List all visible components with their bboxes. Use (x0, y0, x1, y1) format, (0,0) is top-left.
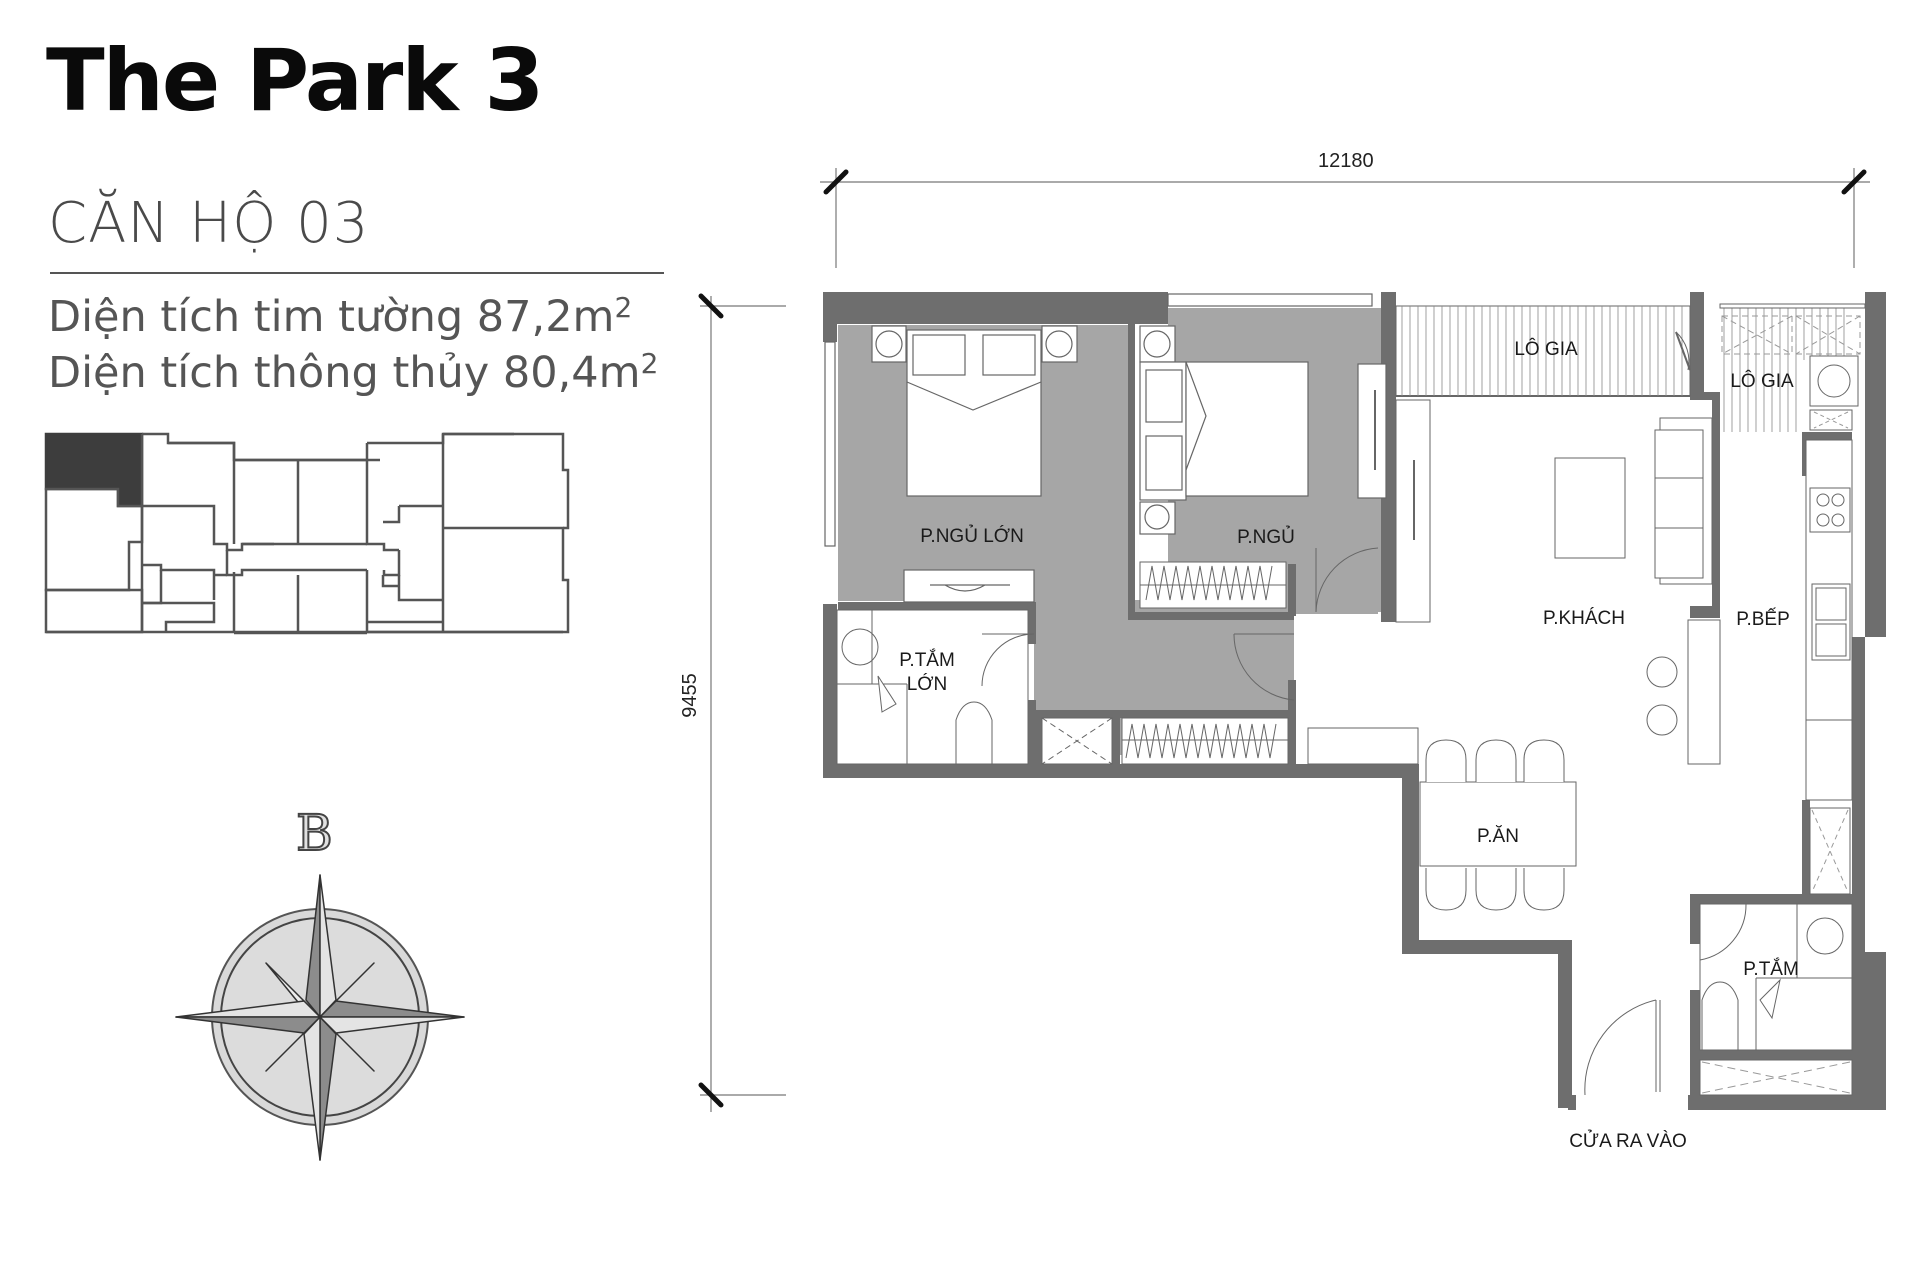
loggia-2-area (1675, 303, 1866, 432)
room-label-entrance: CỬA RA VÀO (1569, 1131, 1687, 1152)
net-area-sup: 2 (640, 347, 659, 380)
net-area-text: Diện tích thông thủy 80,4m2 (48, 350, 658, 395)
bedroom-bed (1139, 325, 1387, 535)
room-label-loggia-2: LÔ GIA (1730, 371, 1794, 392)
key-plan (44, 432, 570, 635)
room-label-master-bath: P.TẮM LỚN (899, 649, 955, 697)
unit-title: CĂN HỘ 03 (48, 191, 370, 256)
wardrobes (1041, 561, 1289, 765)
walls (823, 292, 1886, 1110)
dining-table (1419, 739, 1577, 911)
window-master-bedroom (824, 341, 836, 547)
master-bath-fixtures (836, 609, 1035, 765)
title-divider (50, 272, 664, 274)
kitchen-counter (1805, 439, 1853, 895)
width-dimension-line (820, 168, 1870, 268)
room-label-bedroom: P.NGỦ (1237, 527, 1295, 548)
room-label-kitchen: P.BẾP (1736, 609, 1790, 630)
width-dimension: 12180 (1318, 150, 1374, 172)
loggia-1-area (1395, 305, 1691, 397)
bathroom-fixtures (1699, 903, 1853, 1096)
master-bath-label-line2: LỚN (906, 673, 948, 695)
room-label-loggia-1: LÔ GIA (1514, 339, 1578, 360)
bedroom-fills (838, 308, 1388, 755)
compass-rose-icon (175, 874, 465, 1161)
entrance-door (1584, 999, 1661, 1096)
room-label-living-room: P.KHÁCH (1542, 608, 1626, 629)
room-label-bathroom: P.TẮM (1743, 959, 1799, 980)
room-label-master-bedroom: P.NGỦ LỚN (920, 526, 1024, 547)
master-bed (871, 325, 1078, 603)
room-label-dining-room: P.ĂN (1477, 826, 1519, 847)
gross-area-label: Diện tích tim tường 87,2m (48, 292, 615, 342)
compass-north-letter: B (295, 804, 334, 862)
washing-machine (1809, 355, 1859, 407)
gross-area-sup: 2 (614, 291, 633, 324)
master-bath-label-line1: P.TẮM (899, 650, 955, 671)
living-room-furniture (1307, 399, 1721, 765)
gross-area-text: Diện tích tim tường 87,2m2 (48, 294, 632, 339)
depth-dimension: 9455 (678, 673, 701, 718)
depth-dimension-line (700, 296, 786, 1112)
bedroom-door-swing (1315, 547, 1379, 613)
window-bedroom (1167, 293, 1373, 307)
hall-door-swing (1233, 633, 1295, 701)
net-area-label: Diện tích thông thủy 80,4m (48, 348, 641, 398)
project-title: The Park 3 (46, 31, 544, 131)
